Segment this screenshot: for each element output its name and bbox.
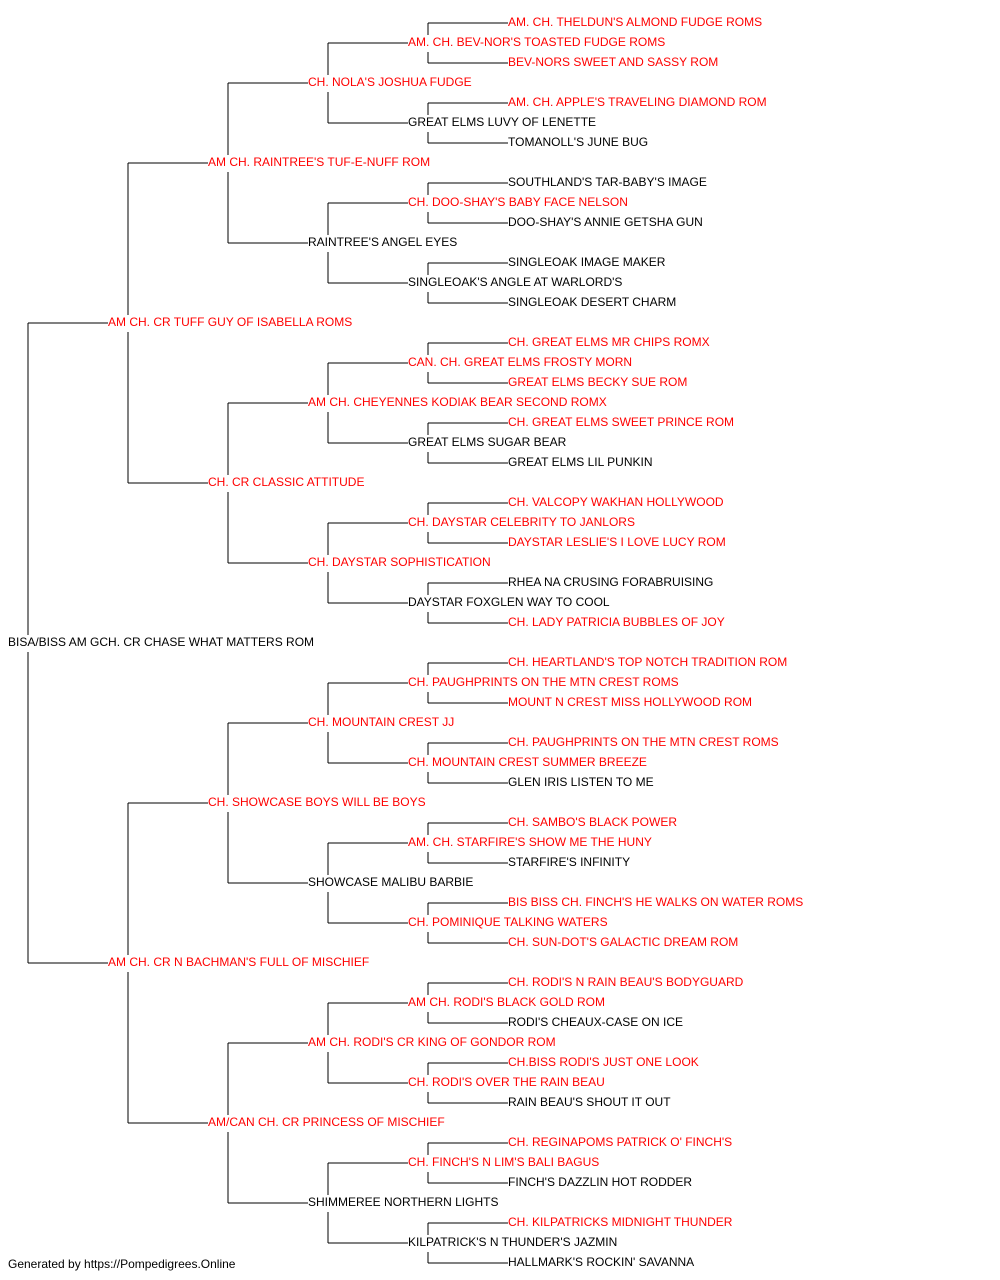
ancestor-name: CH. GREAT ELMS SWEET PRINCE ROM: [508, 415, 735, 429]
ancestor-name: CH. POMINIQUE TALKING WATERS: [408, 915, 608, 929]
ancestor-name: SHOWCASE MALIBU BARBIE: [308, 875, 474, 889]
ancestor-name: CH. SUN-DOT'S GALACTIC DREAM ROM: [508, 935, 739, 949]
ancestor-name: AM. CH. STARFIRE'S SHOW ME THE HUNY: [408, 835, 652, 849]
ancestor-name: DAYSTAR FOXGLEN WAY TO COOL: [408, 595, 610, 609]
ancestor-name: SINGLEOAK'S ANGLE AT WARLORD'S: [408, 275, 623, 289]
ancestor-name: SOUTHLAND'S TAR-BABY'S IMAGE: [508, 175, 707, 189]
ancestor-name: BIS BISS CH. FINCH'S HE WALKS ON WATER R…: [508, 895, 804, 909]
ancestor-name: RHEA NA CRUSING FORABRUISING: [508, 575, 714, 589]
ancestor-name: AM CH. CR N BACHMAN'S FULL OF MISCHIEF: [108, 955, 370, 969]
ancestor-name: AM CH. RODI'S CR KING OF GONDOR ROM: [308, 1035, 556, 1049]
ancestor-name: GREAT ELMS BECKY SUE ROM: [508, 375, 688, 389]
generated-by-footer: Generated by https://Pompedigrees.Online: [8, 1257, 236, 1271]
ancestor-name: CH. MOUNTAIN CREST JJ: [308, 715, 455, 729]
ancestor-name: AM/CAN CH. CR PRINCESS OF MISCHIEF: [208, 1115, 445, 1129]
ancestor-name: RAINTREE'S ANGEL EYES: [308, 235, 458, 249]
ancestor-name: CH. SAMBO'S BLACK POWER: [508, 815, 677, 829]
ancestor-name: CH. DAYSTAR CELEBRITY TO JANLORS: [408, 515, 635, 529]
ancestor-name: CH. PAUGHPRINTS ON THE MTN CREST ROMS: [508, 735, 779, 749]
ancestor-name: AM. CH. APPLE'S TRAVELING DIAMOND ROM: [508, 95, 767, 109]
ancestor-name: DAYSTAR LESLIE'S I LOVE LUCY ROM: [508, 535, 726, 549]
subject-dog-name: BISA/BISS AM GCH. CR CHASE WHAT MATTERS …: [8, 635, 315, 649]
ancestor-name: KILPATRICK'S N THUNDER'S JAZMIN: [408, 1235, 618, 1249]
ancestor-name: CH. KILPATRICKS MIDNIGHT THUNDER: [508, 1215, 733, 1229]
ancestor-name: CH.BISS RODI'S JUST ONE LOOK: [508, 1055, 699, 1069]
ancestor-name: GLEN IRIS LISTEN TO ME: [508, 775, 654, 789]
ancestor-name: RAIN BEAU'S SHOUT IT OUT: [508, 1095, 671, 1109]
ancestor-name: CH. NOLA'S JOSHUA FUDGE: [308, 75, 472, 89]
ancestor-name: DOO-SHAY'S ANNIE GETSHA GUN: [508, 215, 703, 229]
ancestor-name: AM CH. CR TUFF GUY OF ISABELLA ROMS: [108, 315, 353, 329]
ancestor-name: BEV-NORS SWEET AND SASSY ROM: [508, 55, 719, 69]
ancestor-name: CH. LADY PATRICIA BUBBLES OF JOY: [508, 615, 725, 629]
ancestor-name: RODI'S CHEAUX-CASE ON ICE: [508, 1015, 683, 1029]
ancestor-name: CH. VALCOPY WAKHAN HOLLYWOOD: [508, 495, 724, 509]
ancestor-name: CH. CR CLASSIC ATTITUDE: [208, 475, 365, 489]
ancestor-name: AM CH. RAINTREE'S TUF-E-NUFF ROM: [208, 155, 431, 169]
ancestor-name: SINGLEOAK IMAGE MAKER: [508, 255, 666, 269]
ancestor-name: CH. DOO-SHAY'S BABY FACE NELSON: [408, 195, 628, 209]
ancestor-name: AM CH. CHEYENNES KODIAK BEAR SECOND ROMX: [308, 395, 607, 409]
ancestor-name: AM. CH. THELDUN'S ALMOND FUDGE ROMS: [508, 15, 763, 29]
ancestor-name: MOUNT N CREST MISS HOLLYWOOD ROM: [508, 695, 753, 709]
ancestor-name: CH. FINCH'S N LIM'S BALI BAGUS: [408, 1155, 600, 1169]
ancestor-name: HALLMARK'S ROCKIN' SAVANNA: [508, 1255, 695, 1269]
ancestor-name: AM. CH. BEV-NOR'S TOASTED FUDGE ROMS: [408, 35, 666, 49]
ancestor-name: AM CH. RODI'S BLACK GOLD ROM: [408, 995, 605, 1009]
ancestor-name: CH. SHOWCASE BOYS WILL BE BOYS: [208, 795, 426, 809]
ancestor-name: CH. RODI'S OVER THE RAIN BEAU: [408, 1075, 605, 1089]
ancestor-name: CH. MOUNTAIN CREST SUMMER BREEZE: [408, 755, 647, 769]
ancestor-name: SINGLEOAK DESERT CHARM: [508, 295, 677, 309]
ancestor-name: GREAT ELMS LUVY OF LENETTE: [408, 115, 597, 129]
ancestor-name: GREAT ELMS SUGAR BEAR: [408, 435, 567, 449]
ancestor-name: FINCH'S DAZZLIN HOT RODDER: [508, 1175, 693, 1189]
ancestor-name: CH. REGINAPOMS PATRICK O' FINCH'S: [508, 1135, 733, 1149]
ancestor-name: CH. DAYSTAR SOPHISTICATION: [308, 555, 491, 569]
ancestor-name: SHIMMEREE NORTHERN LIGHTS: [308, 1195, 499, 1209]
ancestor-name: CAN. CH. GREAT ELMS FROSTY MORN: [408, 355, 633, 369]
ancestor-name: CH. PAUGHPRINTS ON THE MTN CREST ROMS: [408, 675, 679, 689]
ancestor-name: CH. HEARTLAND'S TOP NOTCH TRADITION ROM: [508, 655, 788, 669]
ancestor-name: GREAT ELMS LIL PUNKIN: [508, 455, 653, 469]
ancestor-name: CH. GREAT ELMS MR CHIPS ROMX: [508, 335, 710, 349]
ancestor-name: STARFIRE'S INFINITY: [508, 855, 631, 869]
ancestor-name: CH. RODI'S N RAIN BEAU'S BODYGUARD: [508, 975, 744, 989]
ancestor-name: TOMANOLL'S JUNE BUG: [508, 135, 649, 149]
